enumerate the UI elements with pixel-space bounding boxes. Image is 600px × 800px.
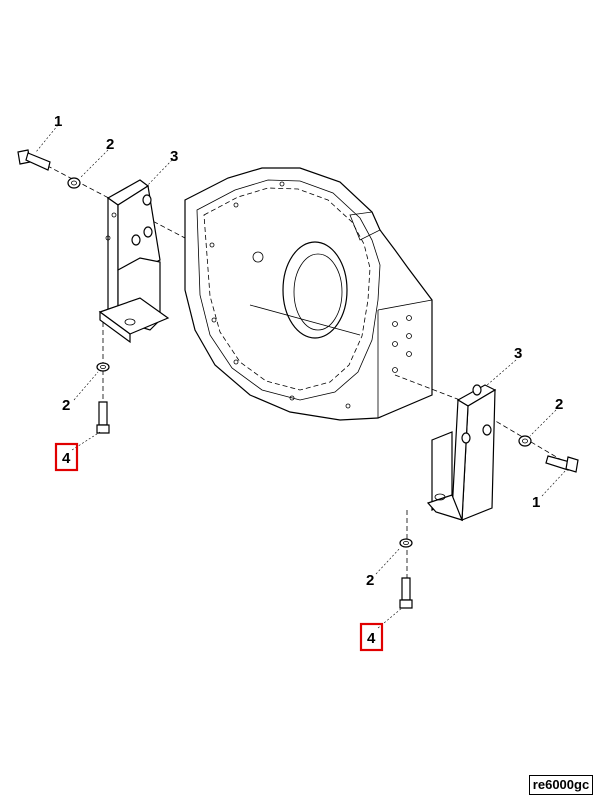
left-bolt-1 — [17, 149, 51, 171]
callout-2-right: 2 — [555, 396, 563, 413]
right-washer-2-lower — [399, 538, 413, 548]
left-washer-2 — [67, 177, 81, 189]
callout-2-top: 2 — [106, 136, 114, 153]
callout-4-left: 4 — [62, 450, 71, 467]
callout-1-top: 1 — [54, 113, 62, 130]
callout-4-bottom: 4 — [367, 630, 376, 647]
callout-2-left: 2 — [62, 397, 70, 414]
callout-3-top: 3 — [170, 148, 178, 165]
drawing-reference-code: re6000gc — [529, 775, 593, 795]
flywheel-housing — [184, 167, 433, 421]
right-bolt-4 — [399, 577, 413, 609]
left-washer-2-lower — [96, 362, 110, 372]
left-bolt-4 — [96, 401, 110, 434]
callout-4-bottom-highlight — [359, 622, 384, 652]
callout-2-bottom: 2 — [366, 572, 374, 589]
right-bracket-3 — [426, 384, 497, 522]
left-bracket-3 — [98, 179, 170, 344]
callout-3-right: 3 — [514, 345, 522, 362]
callout-1-right: 1 — [532, 494, 540, 511]
right-washer-2 — [518, 435, 532, 447]
right-bolt-1 — [545, 455, 579, 473]
callout-4-left-highlight — [54, 442, 79, 472]
